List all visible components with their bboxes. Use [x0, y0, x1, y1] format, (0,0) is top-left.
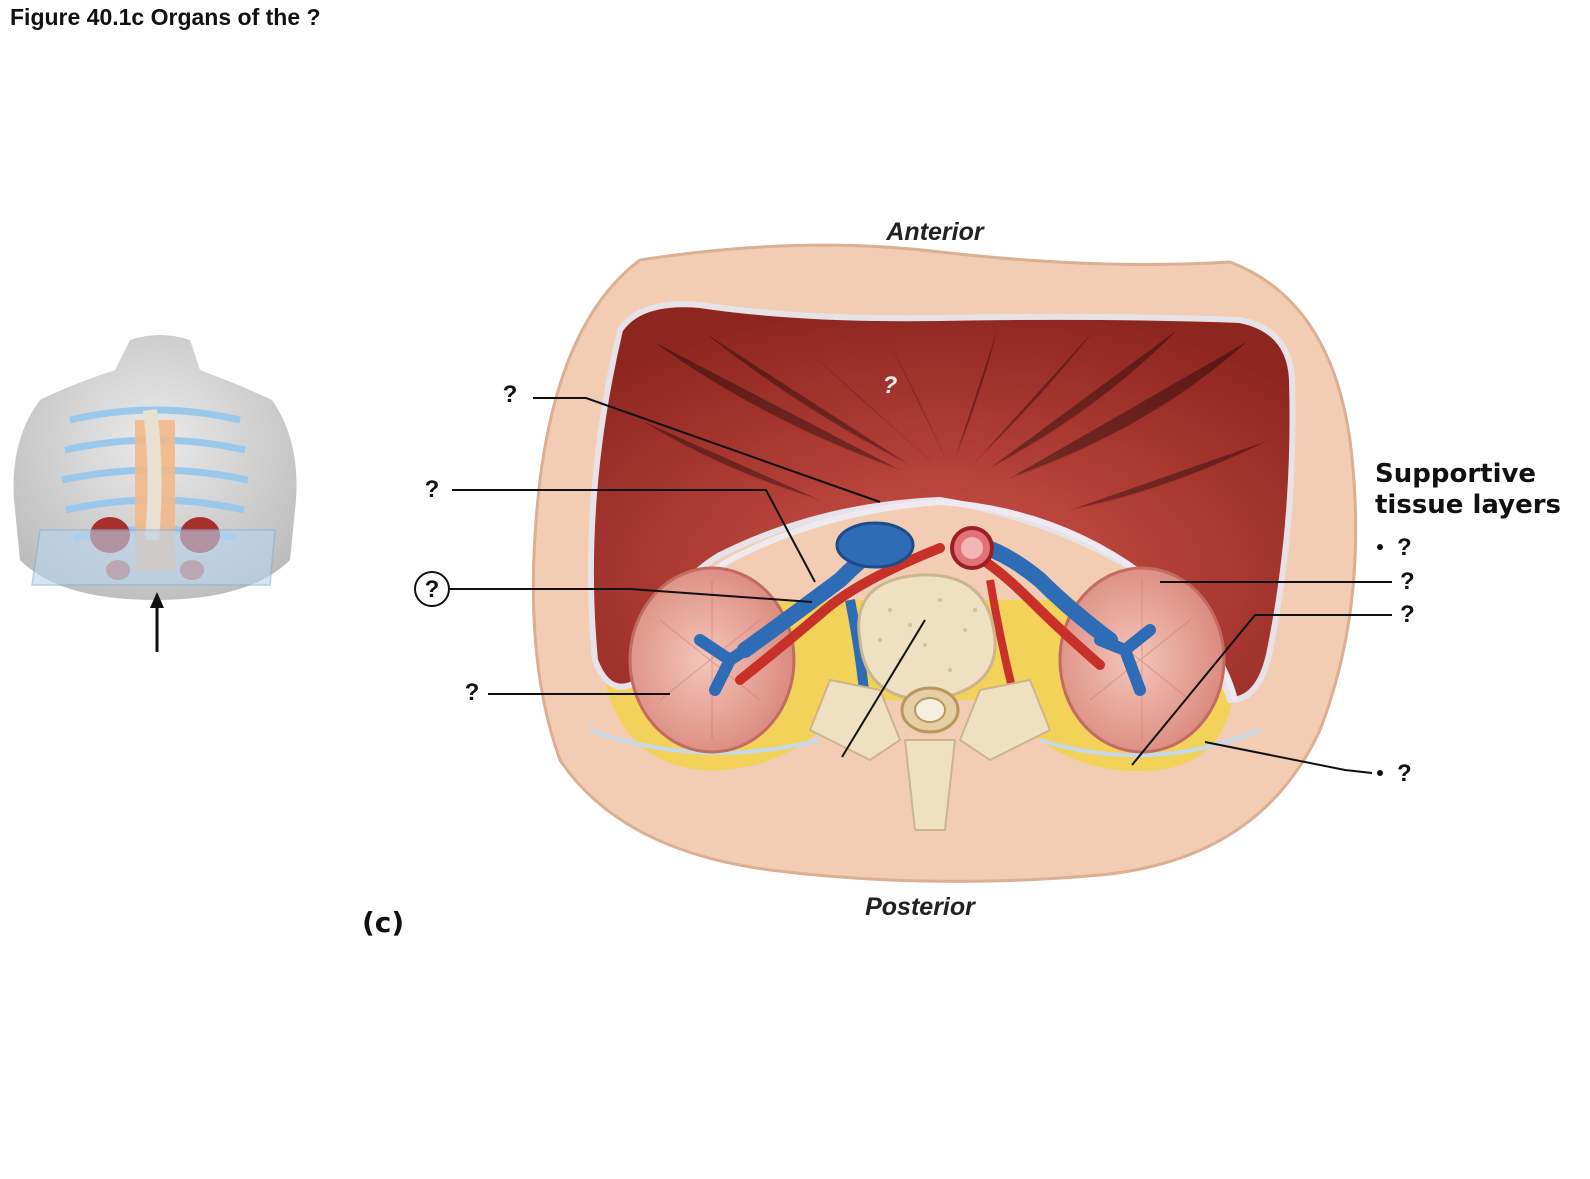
label-left-1: ?: [503, 381, 518, 408]
label-left-3: ?: [425, 576, 440, 603]
leader-vertebra: [841, 619, 926, 758]
label-left-4: ?: [465, 679, 480, 706]
figure-title: Figure 40.1c Organs of the ?: [10, 4, 321, 30]
supportive-heading-1: Supportive: [1375, 459, 1536, 489]
renal-vein-right: [972, 537, 1118, 648]
panel-label: (c): [362, 906, 404, 939]
cross-section: [531, 243, 1358, 883]
supportive-item-1: ?: [1397, 534, 1412, 561]
supportive-item-4: ?: [1397, 760, 1412, 787]
bullet-4: [1377, 770, 1383, 776]
torso-thumbnail: [13, 335, 297, 652]
inferior-vena-cava: [835, 521, 915, 569]
section-plane: [31, 529, 276, 586]
leader-left-1: [533, 397, 881, 503]
center-organ-label: ?: [883, 372, 898, 399]
leader-left-2: [452, 489, 816, 583]
supportive-item-3: ?: [1400, 601, 1415, 628]
leader-left-3: [449, 588, 813, 603]
renal-artery-right: [970, 550, 1105, 670]
bullet-1: [1377, 544, 1383, 550]
leader-supportive-4: [1204, 741, 1373, 774]
posterior-label: Posterior: [865, 893, 976, 921]
leader-supportive-3: [1131, 614, 1392, 766]
supportive-heading-2: tissue layers: [1375, 490, 1561, 520]
label-left-2: ?: [425, 476, 440, 503]
supportive-item-2: ?: [1400, 568, 1415, 595]
vertebra: [808, 573, 1052, 831]
anterior-label: Anterior: [885, 218, 985, 246]
renal-artery-left: [735, 543, 945, 685]
